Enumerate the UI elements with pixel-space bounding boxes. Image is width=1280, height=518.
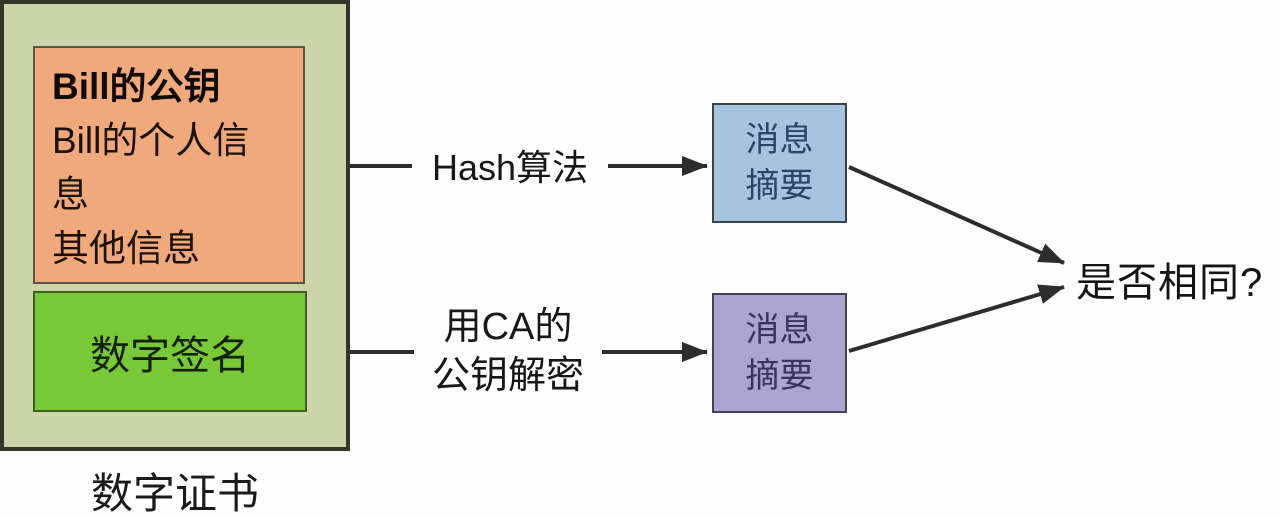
digital-certificate-caption: 数字证书 [90,470,259,517]
ca-label-line2: 公钥解密 [431,355,584,397]
info-line-personal-1: Bill的个人信 [52,120,250,161]
info-line-other: 其他信息 [52,228,200,269]
info-line-public-key: Bill的公钥 [52,66,221,107]
hash-algorithm-label: Hash算法 [412,141,608,189]
digest-bottom-line2: 摘要 [745,357,814,395]
digest-top-line2: 摘要 [745,167,814,205]
ca-public-key-decrypt-label: 用CA的 公钥解密 [414,303,602,401]
digest-bottom-line1: 消息 [745,311,814,349]
digital-signature-box: 数字签名 [33,291,307,412]
bottom-converge-arrow [848,284,1065,353]
message-digest-box-bottom: 消息 摘要 [712,293,847,413]
top-converge-arrow [848,165,1065,265]
digest-top-line1: 消息 [745,121,814,159]
info-line-personal-2: 息 [52,174,89,215]
same-or-not-label: 是否相同? [1076,261,1264,305]
certificate-info-box: Bill的公钥 Bill的个人信 息 其他信息 [33,46,305,284]
digital-certificate-box: Bill的公钥 Bill的个人信 息 其他信息 数字签名 [0,0,350,451]
ca-label-line1: 用CA的 [443,306,573,348]
message-digest-box-top: 消息 摘要 [712,103,847,223]
digital-signature-label: 数字签名 [90,333,250,378]
